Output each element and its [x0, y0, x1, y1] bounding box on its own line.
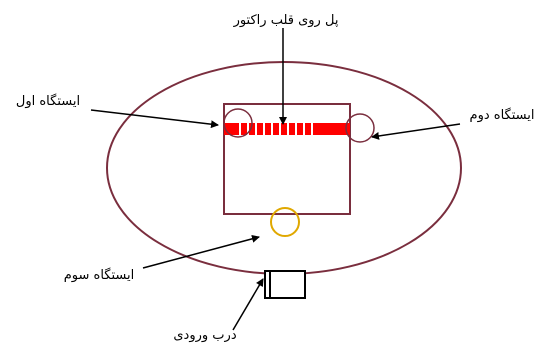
station-3-arrow [142, 234, 260, 269]
station-2-label: ایستگاه دوم [470, 107, 535, 123]
entrance-label: درب ورودی [173, 328, 236, 343]
station-3-marker [270, 207, 300, 237]
reactor-hall-outline [106, 61, 462, 275]
station-2-arrow [371, 123, 461, 140]
station-1-arrow [90, 109, 219, 129]
bridge-label: پل روی قلب راکتور [233, 13, 339, 28]
entrance-arrow [232, 278, 264, 331]
station-3-label: ایستگاه سوم [64, 267, 135, 283]
station-1-label: ایستگاه اول [16, 93, 80, 109]
reactor-bridge [224, 123, 350, 135]
entrance-door [264, 270, 306, 299]
station-2-marker [345, 113, 375, 143]
reactor-pool [223, 103, 351, 215]
station-1-marker [223, 108, 253, 138]
